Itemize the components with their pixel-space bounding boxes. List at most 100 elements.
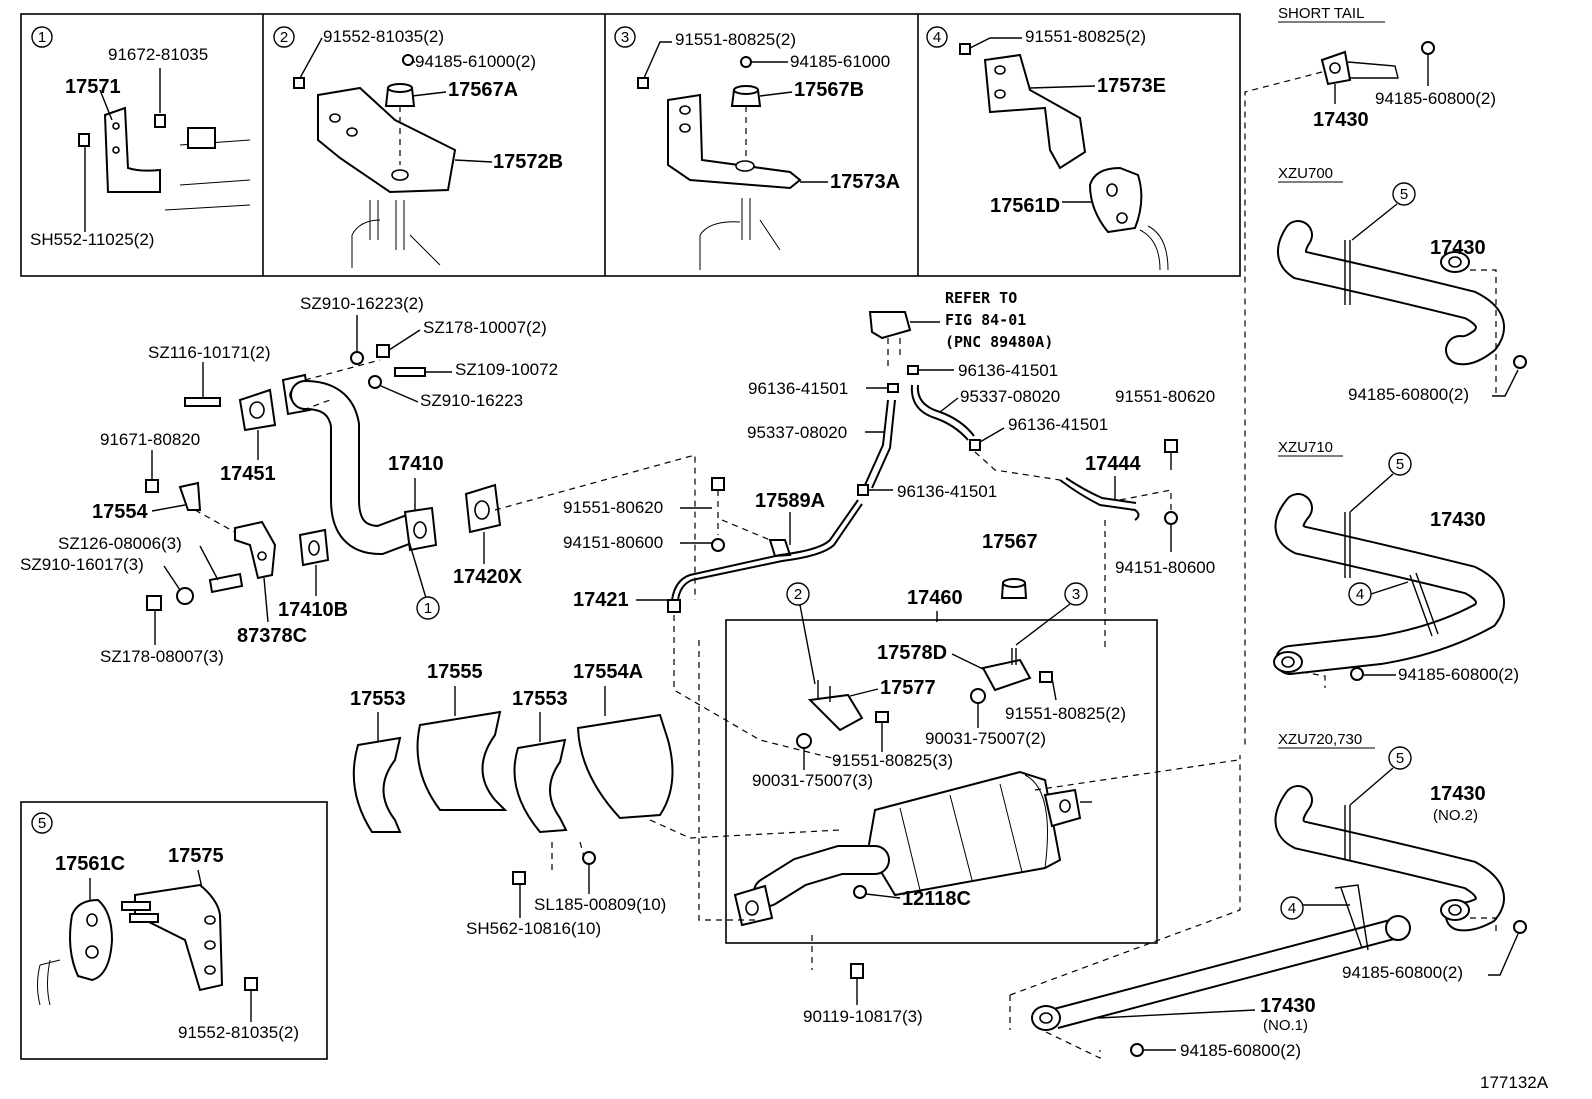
bolt-icon: [637, 77, 649, 89]
label-94185-60800-e: 94185-60800(2): [1180, 1041, 1301, 1060]
shell-17553-b: [513, 738, 568, 834]
label-17430-xzu710: 17430: [1430, 509, 1486, 531]
label-17567a: 17567A: [448, 79, 518, 101]
label-94151-80600-a: 94151-80600: [1115, 558, 1215, 577]
dpr-assembly-group: 17460 17567 2 3 17578D 17577 91551-80825…: [698, 531, 1239, 970]
label-91552-81035-b: 91552-81035(2): [178, 1023, 299, 1042]
bolt-icon: [244, 977, 258, 991]
label-refer-to: REFER TO: [945, 289, 1017, 307]
inset-3-number: 3: [621, 29, 629, 46]
label-no2: (NO.2): [1433, 807, 1478, 824]
variant-short-tail: SHORT TAIL: [1278, 5, 1364, 22]
callout-2: 2: [794, 586, 802, 603]
front-pipe-group: SZ910-16223(2) SZ178-10007(2) SZ116-1017…: [20, 294, 558, 666]
label-17575: 17575: [168, 845, 224, 867]
label-17460: 17460: [907, 587, 963, 609]
label-no1: (NO.1): [1263, 1017, 1308, 1034]
bolt-90119-group: 90119-10817(3): [803, 963, 923, 1026]
label-91551-80825-b: 91551-80825(2): [1025, 27, 1146, 46]
label-87378c: 87378C: [237, 625, 307, 647]
bolt-icon: [711, 477, 725, 491]
clamp-17589a: [768, 539, 792, 558]
label-94185-61000-b: 94185-61000: [790, 52, 890, 71]
rubber-hanger-17561c: [69, 898, 114, 982]
bolt-icon: [1039, 671, 1053, 683]
clamp-icon: [969, 439, 981, 451]
bolt-icon: [154, 114, 166, 128]
label-17577: 17577: [880, 677, 936, 699]
washer-icon: [368, 375, 382, 389]
label-12118c: 12118C: [902, 888, 971, 910]
label-91672-81035: 91672-81035: [108, 45, 208, 64]
figure-id: 177132A: [1480, 1073, 1549, 1092]
callout-5-c: 5: [1396, 750, 1404, 767]
bolt-icon: [959, 43, 971, 55]
bracket-17571: [103, 106, 161, 193]
nut-icon: [146, 595, 162, 611]
label-91552-81035: 91552-81035(2): [323, 27, 444, 46]
clamp-icon: [907, 365, 919, 375]
inset-1-number: 1: [38, 29, 46, 46]
stud-bolt-icon: [208, 572, 244, 594]
label-96136-41501-c: 96136-41501: [1008, 415, 1108, 434]
label-17567b: 17567B: [794, 79, 864, 101]
inset-2-number: 2: [280, 29, 288, 46]
bolt-icon: [512, 871, 526, 885]
label-17578d: 17578D: [877, 642, 947, 664]
rubber-hanger-17561d: [1088, 166, 1143, 234]
label-91551-80825-d: 91551-80825(3): [832, 751, 953, 770]
label-sz116-10171-2: SZ116-10171(2): [148, 343, 271, 362]
label-17589a: 17589A: [755, 490, 825, 512]
callout-4-b: 4: [1288, 900, 1296, 917]
callout-5-a: 5: [1400, 186, 1408, 203]
label-91551-80825-c: 91551-80825(2): [1005, 704, 1126, 723]
label-sz910-16223-2: SZ910-16223(2): [300, 294, 424, 313]
label-17554a: 17554A: [573, 661, 643, 683]
washer-icon: [350, 351, 364, 365]
variant-xzu700: XZU700: [1278, 165, 1333, 182]
label-96136-41501-d: 96136-41501: [897, 482, 997, 501]
inset-5: 5 17561C 17575 91552-81035(2): [20, 801, 328, 1060]
variant-xzu710: XZU710: [1278, 439, 1333, 456]
label-17430-xzu720-no2: 17430: [1430, 783, 1486, 805]
nut-icon: [1350, 667, 1364, 681]
label-17567: 17567: [982, 531, 1038, 553]
bolt-icon: [394, 367, 426, 377]
bracket-87378c: [234, 520, 277, 580]
label-90119-10817: 90119-10817(3): [803, 1007, 923, 1026]
flange-icon: [1385, 915, 1411, 941]
label-17430-xzu720-no1: 17430: [1260, 995, 1316, 1017]
inset-4-number: 4: [933, 29, 941, 46]
nut-icon: [796, 733, 812, 749]
nut-icon: [1513, 355, 1527, 369]
nut-icon: [740, 56, 752, 68]
shell-17553-a: [352, 736, 402, 833]
clamp-icon: [887, 383, 899, 393]
label-94185-60800-b: 94185-60800(2): [1348, 385, 1469, 404]
bolt-icon: [1164, 439, 1178, 453]
shell-17555: [416, 710, 508, 811]
nut-icon: [853, 885, 867, 899]
shell-17554a: [576, 713, 674, 820]
bolt-icon: [78, 133, 90, 147]
label-sz178-10007-2: SZ178-10007(2): [423, 318, 547, 337]
label-17430-short: 17430: [1313, 109, 1369, 131]
label-94185-60800-d: 94185-60800(2): [1342, 963, 1463, 982]
inset-row: [20, 13, 1241, 277]
bolt-icon: [850, 963, 864, 979]
label-sl185-00809: SL185-00809(10): [534, 895, 666, 914]
bracket-17575: [134, 883, 224, 992]
label-fig-84-01: FIG 84-01: [945, 311, 1026, 329]
inset-1: 1 91672-81035 17571 SH552-11025(2): [30, 26, 251, 249]
tube-17421-group: 91551-80620 17589A 94151-80600 17421: [563, 477, 863, 761]
label-94185-60800-c: 94185-60800(2): [1398, 665, 1519, 684]
dpr-assembly-box: [725, 619, 1158, 944]
label-17420x: 17420X: [453, 566, 523, 588]
nut-icon: [1164, 511, 1178, 525]
label-17451: 17451: [220, 463, 276, 485]
callout-4-a: 4: [1356, 586, 1364, 603]
pressure-sensor-icon: [868, 311, 912, 340]
inset-3: 3 91551-80825(2) 94185-61000 17567B 1757…: [614, 26, 900, 270]
label-91551-80825-a: 91551-80825(2): [675, 30, 796, 49]
label-17553-b: 17553: [512, 688, 568, 710]
